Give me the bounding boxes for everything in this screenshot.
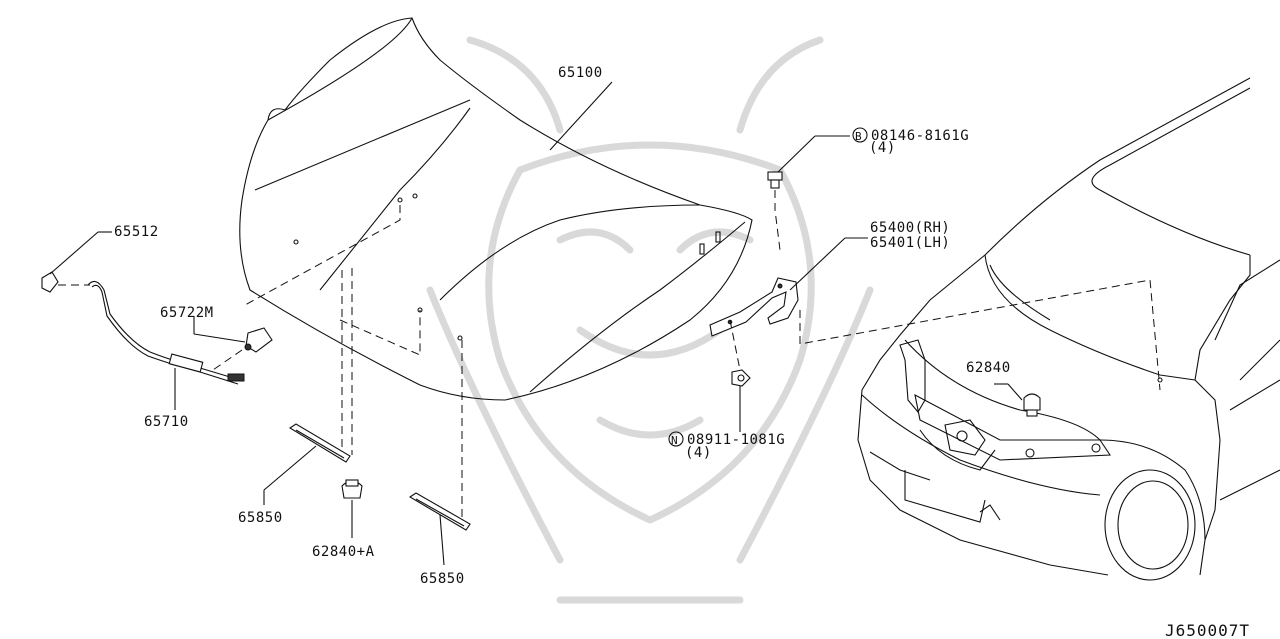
bumper-rubber [341,479,363,499]
label-hinge-rh: 65400(RH) [870,220,950,236]
bolt-prefix-circle [852,127,868,143]
label-clip: 65512 [114,224,159,240]
nut-prefix-circle [668,431,684,447]
leader-bumper-stop [1007,383,1023,401]
hood-panel [239,17,753,520]
seal-right [408,492,471,531]
label-seal-right: 65850 [420,571,465,587]
leader-clip [49,231,99,275]
label-seal-left: 65850 [238,510,283,526]
hood-hinge [709,277,799,337]
leader-hood [549,81,613,151]
label-support-rod: 65710 [144,414,189,430]
nut-prefix: N [671,434,678,447]
label-bumper-stop: 62840 [966,360,1011,376]
label-rod-holder: 65722M [160,305,214,321]
leader-seal-left [263,445,317,491]
rod-holder [244,327,273,353]
label-hinge-lh: 65401(LH) [870,235,950,251]
label-hood: 65100 [558,65,603,81]
clip-part [41,271,90,293]
diagram-reference-code: J650007T [1165,621,1250,639]
leader-seal-right [439,514,445,566]
leader-bolt [777,135,816,173]
vehicle-front [857,77,1280,581]
support-rod [87,280,245,385]
label-bumper-rubber: 62840+A [312,544,375,560]
label-nut: 08911-1081G [687,432,785,448]
label-bolt-qty: (4) [869,140,896,156]
label-bolt: 08146-8161G [871,128,969,144]
watermark-emblem [426,36,874,604]
bolt-prefix: B [855,130,862,143]
seal-left [288,423,351,463]
hood-hinge-bolt [767,171,783,189]
label-nut-qty: (4) [685,445,712,461]
bumper-stop [1023,393,1041,417]
leader-hinge [789,237,846,291]
hinge-nut [731,369,751,387]
